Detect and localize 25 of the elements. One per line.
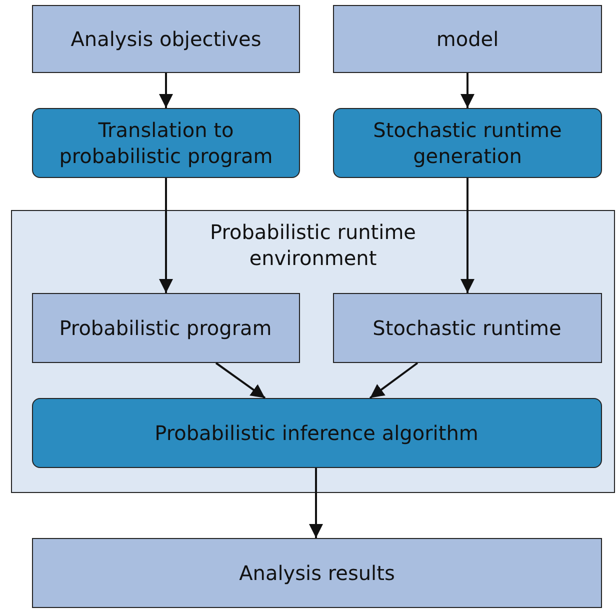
input-box: [32, 5, 300, 73]
input-box: [32, 538, 602, 608]
group-title: Probabilistic runtime environment: [209, 219, 417, 271]
process-box: [32, 398, 602, 468]
group-container: [11, 210, 615, 493]
box-label: Analysis objectives: [70, 26, 262, 52]
box-label: Analysis results: [239, 560, 395, 586]
input-box: [333, 5, 602, 73]
box-label: Translation to probabilistic program: [58, 117, 274, 169]
arrow: [159, 178, 173, 293]
arrow: [460, 73, 474, 108]
arrow: [460, 178, 474, 293]
box-label: Probabilistic program: [59, 314, 272, 340]
arrow: [159, 73, 173, 108]
box-label: Stochastic runtime: [372, 314, 562, 340]
box-label: Probabilistic inference algorithm: [154, 420, 478, 446]
box-label: Stochastic runtime generation: [372, 117, 563, 169]
process-box: [333, 108, 602, 178]
input-box: [32, 292, 300, 362]
input-box: [332, 292, 602, 362]
arrow: [215, 362, 266, 399]
arrow: [309, 468, 323, 538]
arrow: [369, 362, 418, 399]
box-label: model: [436, 26, 499, 52]
process-box: [32, 108, 300, 178]
